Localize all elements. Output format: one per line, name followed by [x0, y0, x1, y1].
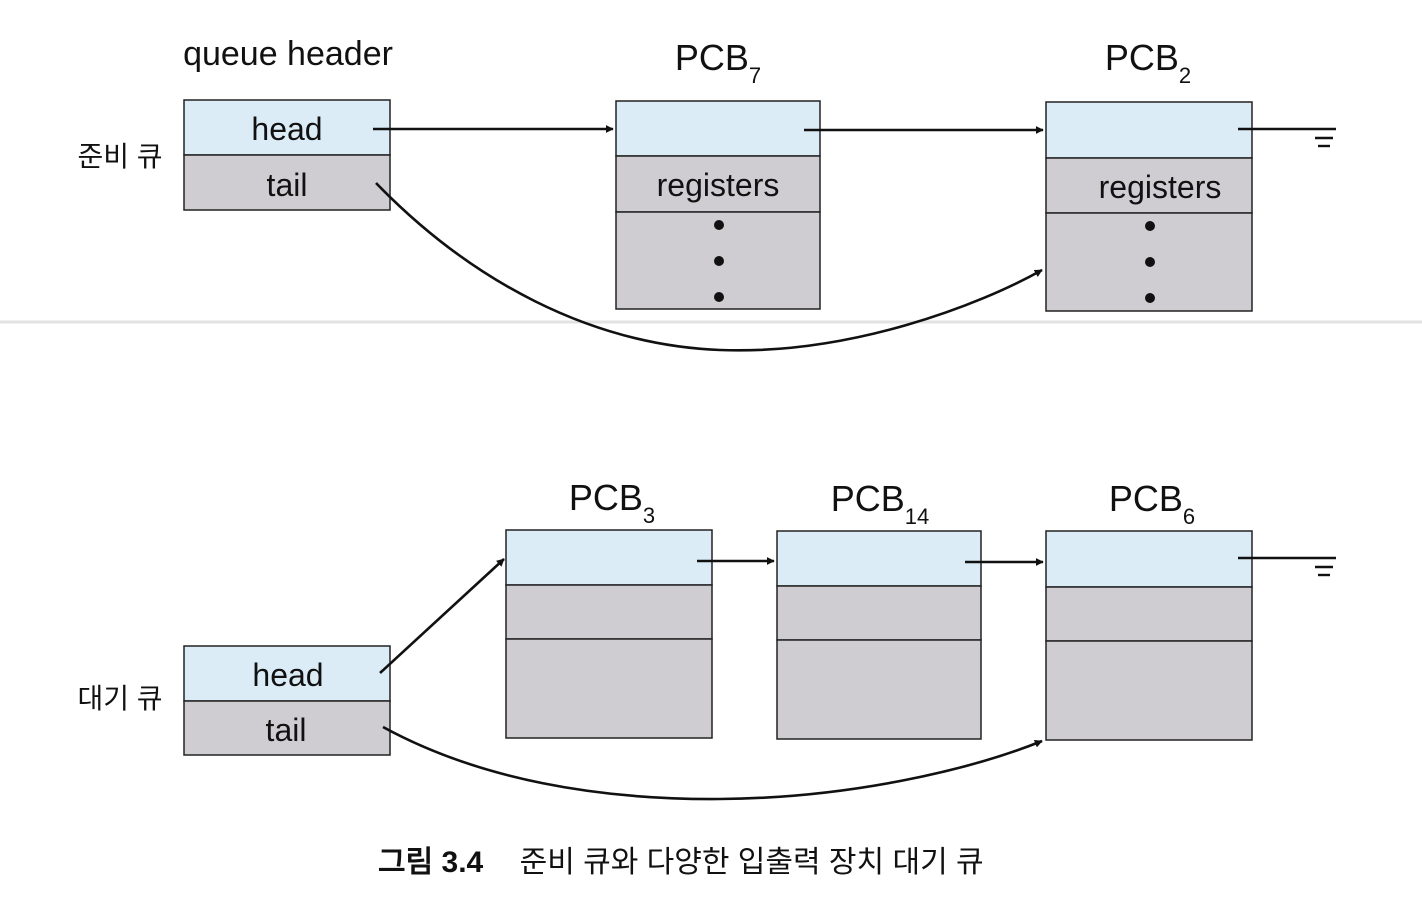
pcb-3-body-field [505, 638, 713, 739]
wait-tail-label: tail [266, 712, 307, 748]
ready-tail-to-pcb2-arrow [375, 182, 1043, 352]
wait-tail-to-pcb6-arrow [382, 725, 1043, 801]
ready-tail-label: tail [267, 167, 308, 203]
figure-number: 그림 3.4 [378, 846, 484, 879]
pcb-7-block: PCB7 registers [615, 37, 821, 310]
pcb-7-link-field [615, 100, 821, 157]
wait-head-label: head [252, 657, 323, 693]
figure-caption: 그림 3.4 준비 큐와 다양한 입출력 장치 대기 큐 [378, 846, 984, 879]
pcb-7-title: PCB7 [675, 37, 761, 88]
pcb-7-registers-label: registers [657, 167, 780, 203]
pcb-14-link-field [776, 530, 982, 587]
null-ground-icon [1238, 127, 1336, 148]
pcb-7-ellipsis-dot [714, 292, 724, 302]
wait-head-field [183, 645, 391, 702]
wait-tail-field [183, 700, 391, 756]
pcb-3-mid-field [505, 584, 713, 640]
pcb-3-title: PCB3 [569, 477, 655, 528]
pcb-6-block: PCB6 [1045, 478, 1253, 741]
pcb-6-mid-field [1045, 586, 1253, 642]
pcb-14-block: PCB14 [776, 478, 982, 740]
ready-queue-header-box: head tail [183, 99, 391, 211]
pcb-2-title: PCB2 [1105, 37, 1191, 88]
ready-tail-field [183, 154, 391, 211]
pcb-6-title: PCB6 [1109, 478, 1195, 529]
queue-header-title: queue header [183, 35, 393, 73]
pcb-2-ellipsis-dot [1145, 293, 1155, 303]
pcb-7-ellipsis-dot [714, 256, 724, 266]
pcb-2-ellipsis-dot [1145, 257, 1155, 267]
pcb-2-ellipsis-dot [1145, 221, 1155, 231]
pcb-14-title: PCB14 [831, 478, 930, 529]
pcb-3-link-field [505, 529, 713, 586]
pcb-3-block: PCB3 [505, 477, 713, 739]
pcb-2-registers-label: registers [1099, 169, 1222, 205]
wait-head-to-pcb3-arrow [379, 558, 505, 674]
pcb-2-link-field [1045, 101, 1253, 159]
ready-queue-label: 준비 큐 [77, 141, 162, 172]
pcb-2-block: PCB2 registers [1045, 37, 1253, 312]
wait-queue-label: 대기 큐 [77, 683, 162, 714]
pcb-6-link-field [1045, 530, 1253, 588]
pcb-14-body-field [776, 639, 982, 740]
wait-queue-header-box: head tail [183, 645, 391, 756]
pcb-14-mid-field [776, 585, 982, 641]
ready-head-label: head [251, 111, 322, 147]
figure-caption-text: 준비 큐와 다양한 입출력 장치 대기 큐 [520, 846, 984, 879]
null-ground-icon [1238, 556, 1336, 577]
pcb-2-registers-field [1045, 157, 1253, 214]
pcb-7-ellipsis-dot [714, 220, 724, 230]
pcb-6-body-field [1045, 640, 1253, 741]
